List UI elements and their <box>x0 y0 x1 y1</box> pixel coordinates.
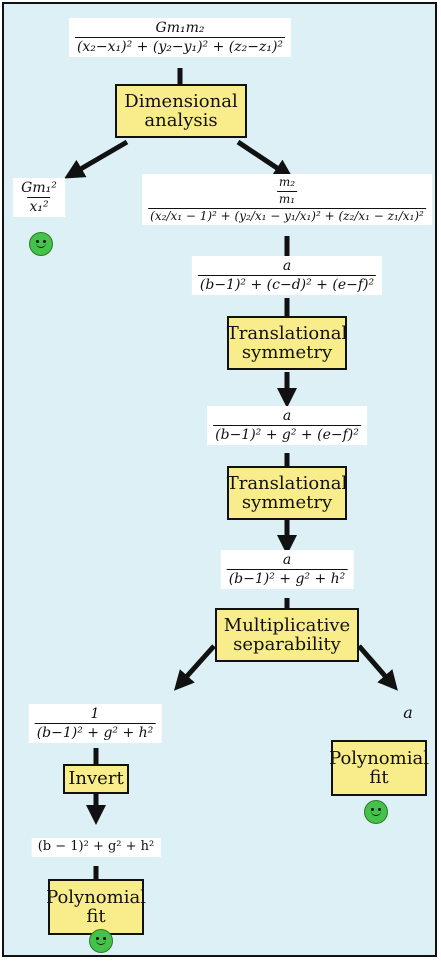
box-line: symmetry <box>241 492 333 513</box>
arrow-b1-f1 <box>64 139 129 179</box>
formula-after-symmetry-1: a (b−1)² + g² + (e−f)² <box>207 406 367 446</box>
arrow-b4-f6 <box>173 644 216 691</box>
box-line: Translational <box>226 322 348 344</box>
formula-denominator: (b−1)² + g² + (e−f)² <box>213 425 361 444</box>
box-line: analysis <box>144 110 218 131</box>
box-line: Multiplicative <box>223 614 351 636</box>
formula-numerator: a <box>282 552 292 568</box>
invert-box: Invert <box>63 764 129 794</box>
box-line: Invert <box>68 768 124 790</box>
formula-inner-numerator: m₂ <box>278 175 296 189</box>
formula-denominator: (b−1)² + g² + h² <box>34 723 156 742</box>
smiley-icon <box>364 800 388 824</box>
formula-input-denominator: (x₂−x₁)² + (y₂−y₁)² + (z₂−z₁)² <box>74 37 286 56</box>
formula-denominator: (x₂/x₁ − 1)² + (y₂/x₁ − y₁/x₁)² + (z₂/x₁… <box>148 207 426 223</box>
formula-separated-right: a <box>403 703 413 722</box>
box-line: fit <box>86 906 106 927</box>
formula-inner-denominator: m₁ <box>276 190 298 206</box>
smiley-icon <box>89 929 113 953</box>
box-line: Polynomial <box>329 747 429 769</box>
smiley-icon <box>29 232 53 256</box>
formula-numerator: a <box>282 258 292 274</box>
box-line: Polynomial <box>46 886 146 908</box>
formula-denominator: (b−1)² + g² + h² <box>226 569 348 588</box>
formula-solved-left: Gm₁² x₁² <box>13 178 65 218</box>
formula-separated-left: 1 (b−1)² + g² + h² <box>28 704 162 744</box>
formula-dimensionless: m₂ m₁ (x₂/x₁ − 1)² + (y₂/x₁ − y₁/x₁)² + … <box>142 174 432 226</box>
formula-denominator: x₁² <box>27 197 51 216</box>
formula-input-numerator: Gm₁m₂ <box>155 20 205 36</box>
box-line: symmetry <box>241 342 333 363</box>
connectors <box>64 68 398 879</box>
box-line: Translational <box>226 472 348 494</box>
formula-numerator: a <box>282 408 292 424</box>
formula-after-symmetry-2: a (b−1)² + g² + h² <box>220 550 354 590</box>
box-line: Dimensional <box>124 90 238 112</box>
arrow-b4-f7 <box>357 644 398 691</box>
formula-renamed: a (b−1)² + (c−d)² + (e−f)² <box>191 256 383 296</box>
formula-numerator: Gm₁² <box>21 180 57 196</box>
formula-input: Gm₁m₂ (x₂−x₁)² + (y₂−y₁)² + (z₂−z₁)² <box>68 18 292 58</box>
arrow-b1-f2 <box>236 139 294 179</box>
box-line: fit <box>369 767 389 788</box>
formula-numerator: 1 <box>90 706 100 722</box>
formula-inverted: (b − 1)² + g² + h² <box>31 838 161 857</box>
formula-denominator: (b−1)² + (c−d)² + (e−f)² <box>197 275 377 294</box>
box-line: separability <box>233 634 341 655</box>
